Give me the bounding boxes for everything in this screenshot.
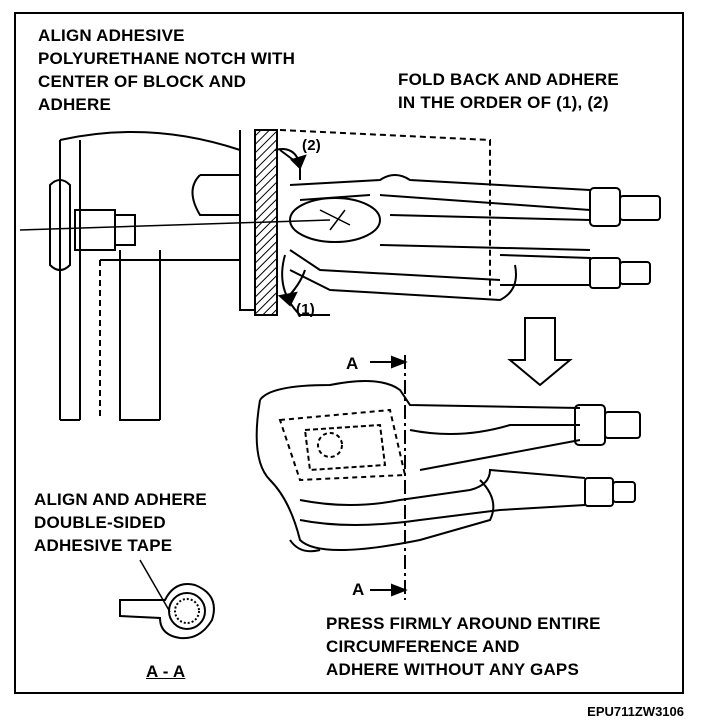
- annotation-align-notch: ALIGN ADHESIVE POLYURETHANE NOTCH WITH C…: [38, 24, 295, 116]
- annotation-line: FOLD BACK AND ADHERE: [398, 70, 619, 89]
- callout-step-2: (2): [302, 137, 321, 154]
- callout-step-1: (1): [296, 301, 315, 318]
- section-label: A - A: [146, 662, 186, 681]
- heater-core-body: [19, 131, 331, 421]
- annotation-line: POLYURETHANE NOTCH WITH: [38, 49, 296, 68]
- annotation-line: ALIGN ADHESIVE: [38, 26, 185, 45]
- annotation-press-firmly: PRESS FIRMLY AROUND ENTIRE CIRCUMFERENCE…: [326, 612, 601, 681]
- pipe-assembly-top: [279, 129, 661, 316]
- diagram-frame: [14, 12, 684, 694]
- section-line: [370, 355, 408, 600]
- annotation-line: CIRCUMFERENCE AND: [326, 637, 520, 656]
- down-arrow: [507, 317, 573, 387]
- figure-code: EPU711ZW3106: [587, 704, 684, 719]
- pipe-assembly-bottom: [255, 380, 641, 553]
- annotation-fold-back: FOLD BACK AND ADHERE IN THE ORDER OF (1)…: [398, 68, 619, 114]
- annotation-line: ADHESIVE TAPE: [34, 536, 173, 555]
- section-marker-bottom: A: [352, 580, 365, 599]
- annotation-line: ALIGN AND ADHERE: [34, 490, 207, 509]
- fold-arrows: [274, 148, 307, 307]
- section-detail: [119, 559, 215, 640]
- annotation-line: ADHERE WITHOUT ANY GAPS: [326, 660, 580, 679]
- annotation-line: PRESS FIRMLY AROUND ENTIRE: [326, 614, 601, 633]
- annotation-align-tape: ALIGN AND ADHERE DOUBLE-SIDED ADHESIVE T…: [34, 488, 207, 557]
- block-plate: [191, 129, 278, 316]
- annotation-line: DOUBLE-SIDED: [34, 513, 166, 532]
- section-marker-top: A: [346, 354, 359, 373]
- annotation-line: ADHERE: [38, 95, 111, 114]
- annotation-line: CENTER OF BLOCK AND: [38, 72, 247, 91]
- annotation-line: IN THE ORDER OF (1), (2): [398, 93, 609, 112]
